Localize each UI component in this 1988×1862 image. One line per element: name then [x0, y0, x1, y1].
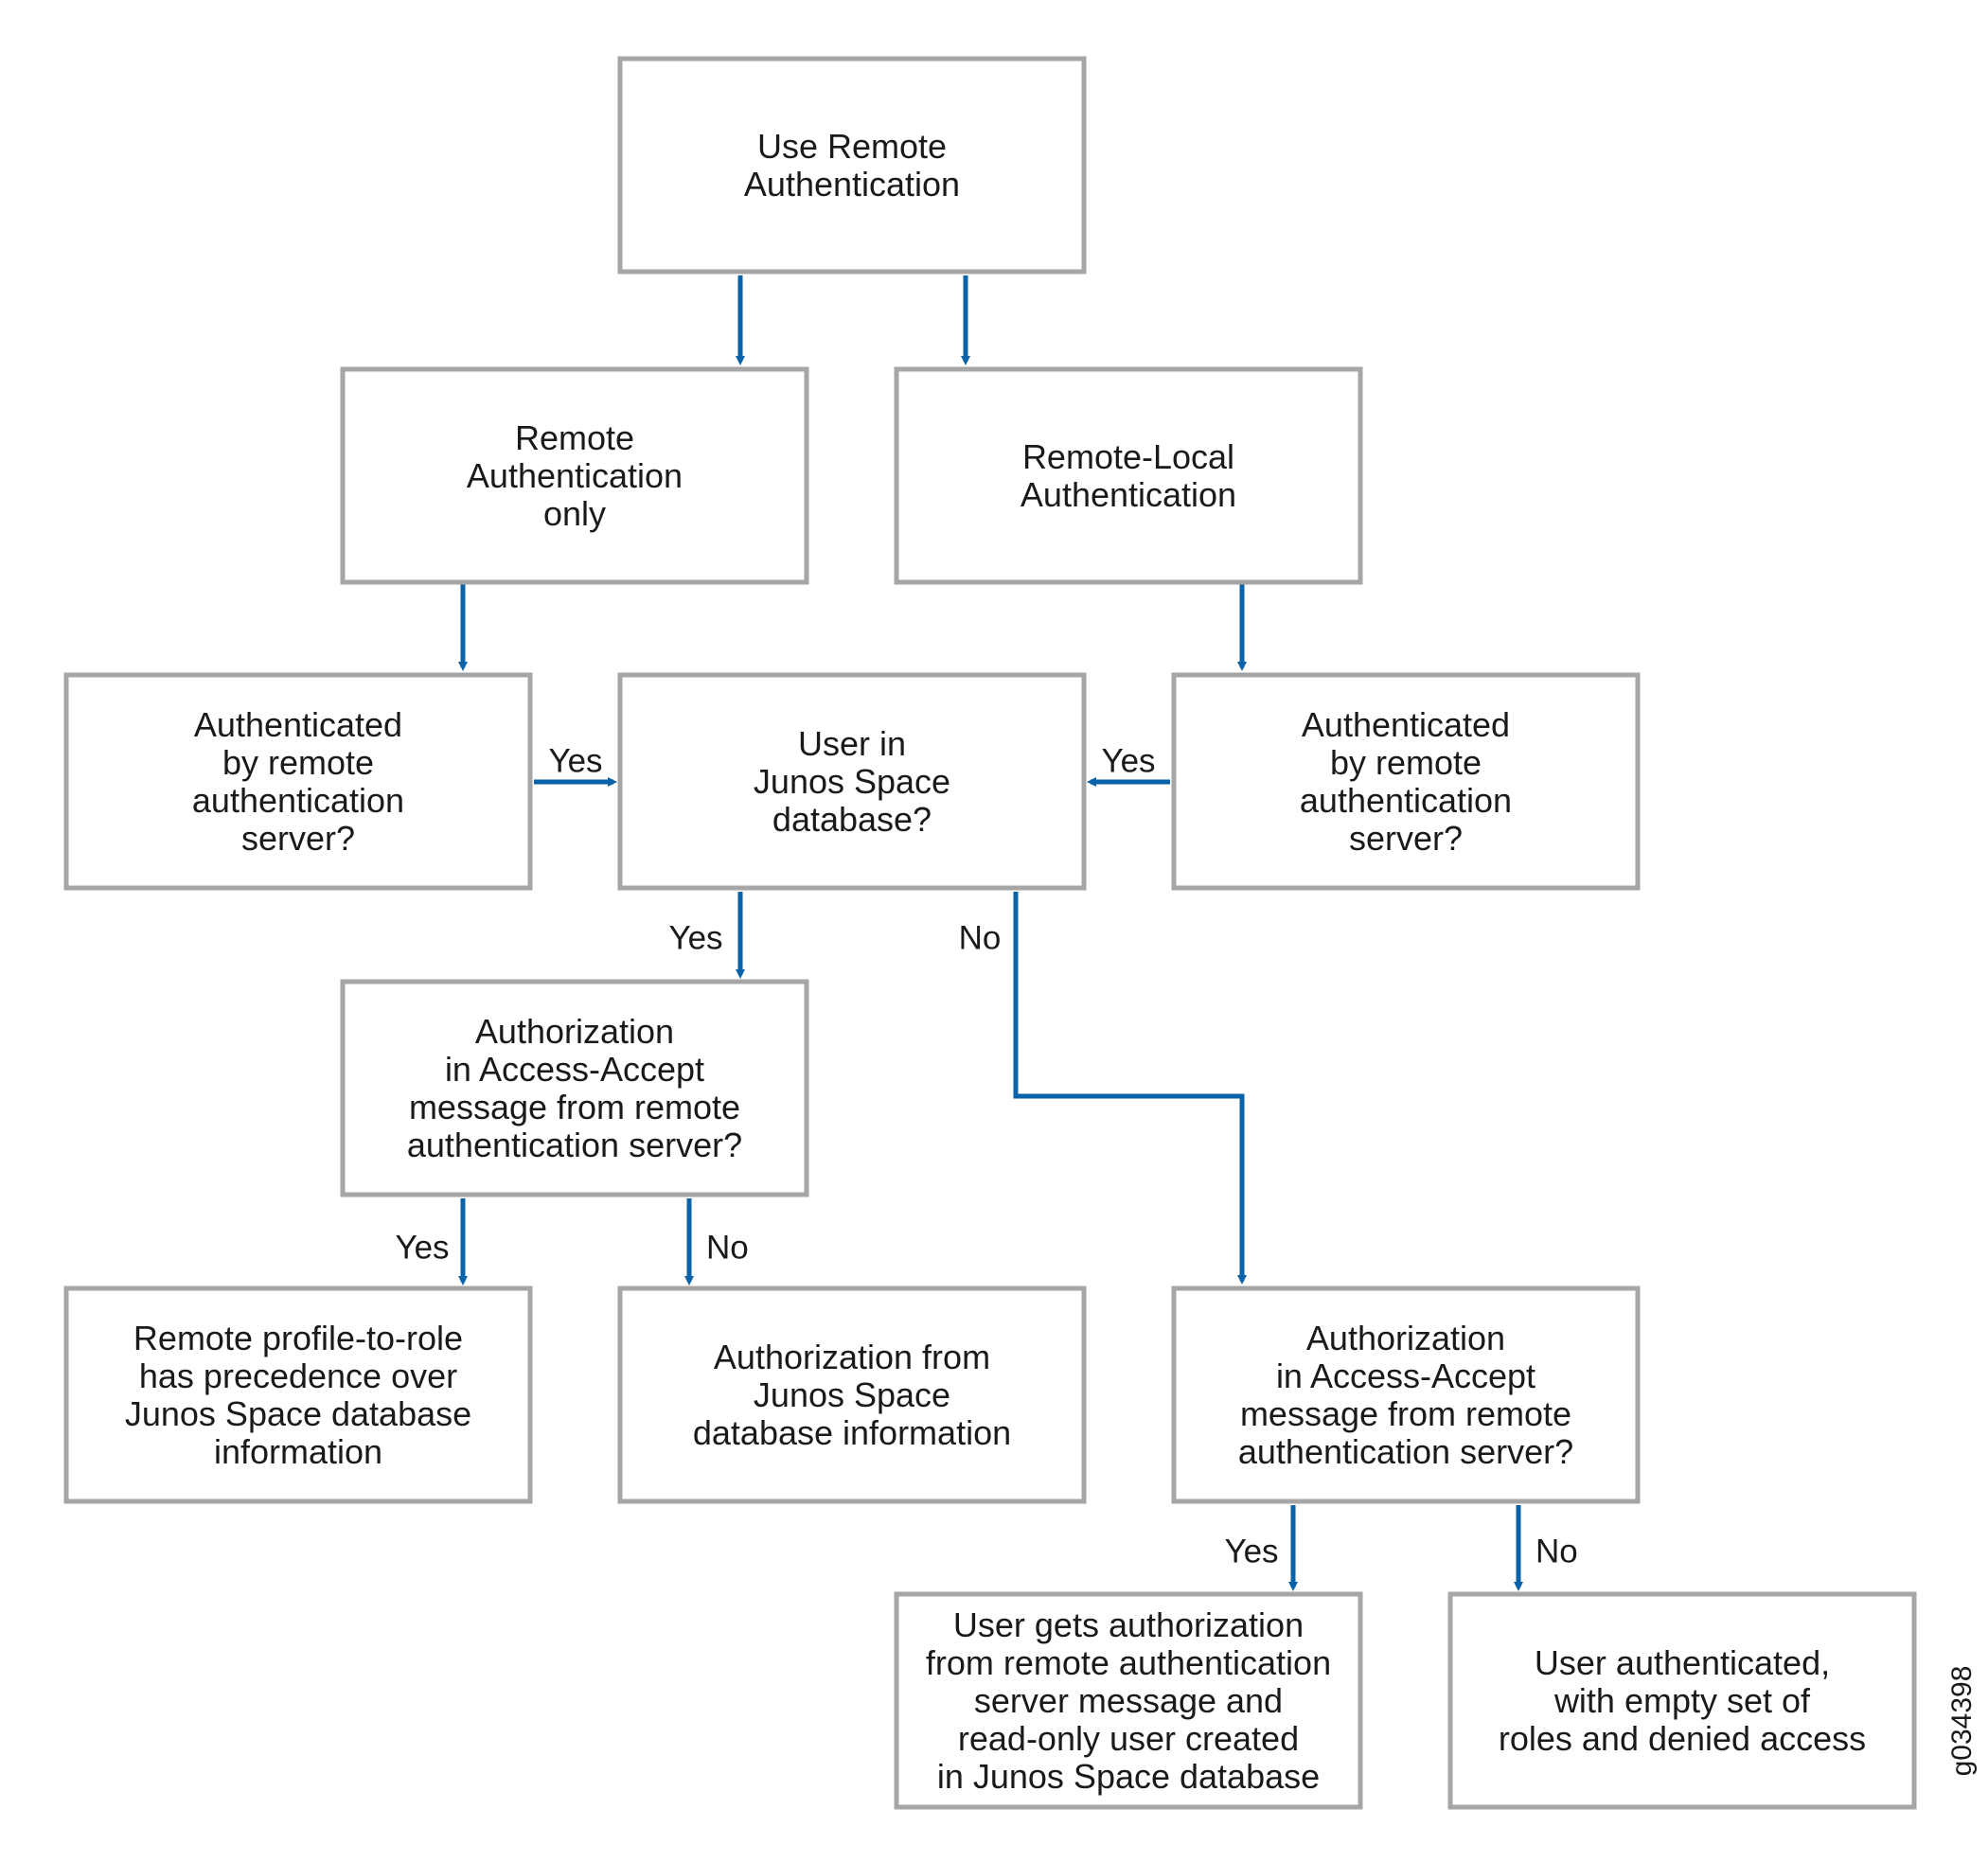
arrow-line	[1013, 892, 1247, 1285]
node-box	[894, 1591, 1363, 1810]
node-box	[1171, 1286, 1641, 1504]
node-text-line: message from remote	[1240, 1394, 1571, 1433]
node-box	[340, 979, 809, 1197]
node-text-line: authentication	[192, 781, 404, 820]
node-text-line: Authorization from	[714, 1338, 990, 1376]
edge-label: No	[959, 920, 1002, 957]
edge-label: Yes	[1224, 1534, 1278, 1570]
node-text-line: from remote authentication	[926, 1643, 1331, 1682]
edge-label: Yes	[1101, 743, 1155, 780]
node-box	[894, 366, 1363, 585]
edge-authz-left-to-profile: Yes	[395, 1198, 468, 1286]
edge-label: Yes	[548, 743, 602, 780]
node-user-empty-roles: User authenticated,with empty set ofrole…	[1447, 1591, 1917, 1810]
edge-auth-right-to-user-db: Yes	[1087, 743, 1170, 787]
edge-label: Yes	[395, 1230, 449, 1267]
node-text-line: has precedence over	[139, 1357, 457, 1395]
node-text-line: Remote-Local	[1022, 437, 1234, 476]
node-text-line: Authentication	[744, 165, 960, 204]
node-text-line: Authorization	[1306, 1319, 1505, 1357]
node-text-line: User authenticated,	[1535, 1643, 1830, 1682]
node-text-line: Remote profile-to-role	[133, 1319, 463, 1357]
node-text-line: in Access-Accept	[1276, 1357, 1535, 1395]
edge-authz-right-to-user-gets: Yes	[1224, 1505, 1298, 1591]
nodes-layer: Use RemoteAuthenticationRemoteAuthentica…	[63, 56, 1917, 1810]
node-text-line: Authentication	[467, 456, 683, 495]
node-text-line: by remote	[222, 743, 374, 782]
edge-user-db-to-authz-left: Yes	[668, 892, 745, 979]
node-text-line: Remote	[515, 418, 634, 457]
node-text-line: Junos Space	[754, 762, 950, 801]
edge-label: No	[706, 1230, 749, 1267]
node-text-line: server message and	[974, 1681, 1283, 1720]
node-text-line: authentication	[1300, 781, 1512, 820]
node-text-line: Authorization	[475, 1012, 674, 1051]
node-text-line: server?	[1349, 819, 1463, 858]
edge-authz-right-to-empty-roles: No	[1514, 1505, 1578, 1591]
edge-label: No	[1535, 1534, 1578, 1570]
figure-id: g034398	[1946, 1666, 1978, 1777]
node-text-line: Authenticated	[194, 705, 402, 744]
node-text-line: by remote	[1330, 743, 1482, 782]
edge-label: Yes	[668, 920, 722, 957]
edge-authz-left-to-db-info: No	[684, 1198, 749, 1286]
node-text-line: in Access-Accept	[445, 1050, 704, 1089]
node-text-line: authentication server?	[407, 1126, 742, 1164]
node-text-line: authentication server?	[1238, 1432, 1573, 1471]
node-text-line: database?	[772, 800, 932, 839]
node-box	[340, 366, 809, 585]
node-text-line: in Junos Space database	[937, 1757, 1320, 1796]
node-text-line: with empty set of	[1553, 1681, 1811, 1720]
edge-user-db-to-authz-right: No	[959, 892, 1247, 1285]
node-box	[617, 672, 1087, 891]
node-box	[1171, 672, 1641, 891]
edge-auth-left-to-user-db: Yes	[534, 743, 617, 787]
node-box	[617, 56, 1087, 275]
node-text-line: information	[214, 1432, 382, 1471]
node-text-line: User gets authorization	[953, 1605, 1304, 1644]
node-text-line: Authentication	[1021, 475, 1236, 514]
node-text-line: Authenticated	[1302, 705, 1510, 744]
node-text-line: message from remote	[409, 1088, 740, 1126]
node-text-line: database information	[693, 1413, 1011, 1452]
node-text-line: User in	[798, 724, 906, 763]
node-text-line: read-only user created	[958, 1719, 1299, 1758]
node-text-line: Junos Space database	[125, 1394, 471, 1433]
node-text-line: only	[543, 494, 606, 533]
node-text-line: server?	[241, 819, 355, 858]
node-box	[1447, 1591, 1917, 1810]
node-text-line: Junos Space	[754, 1375, 950, 1414]
node-text-line: Use Remote	[757, 127, 947, 166]
node-text-line: roles and denied access	[1499, 1719, 1866, 1758]
node-box	[63, 672, 533, 891]
node-box	[63, 1286, 533, 1504]
node-box	[617, 1286, 1087, 1504]
